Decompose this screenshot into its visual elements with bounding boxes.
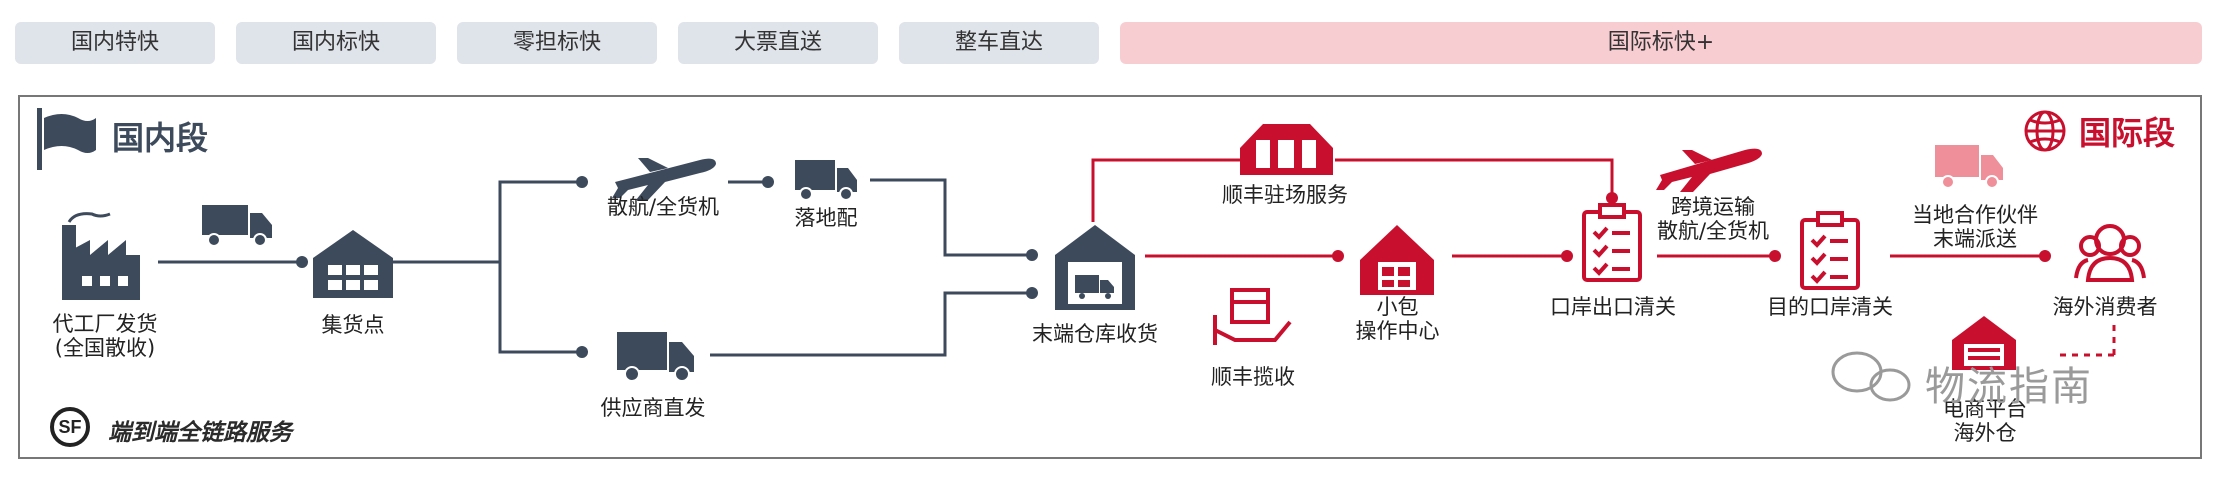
end-warehouse-icon	[1055, 225, 1135, 310]
factory-icon	[62, 212, 140, 300]
international-segment-title: 国际段	[2079, 114, 2176, 152]
supplier-label: 供应商直发	[600, 396, 706, 420]
wechat-icon	[1831, 351, 1911, 402]
tab-domestic-standard[interactable]: 国内标快	[236, 22, 436, 64]
destination-clearance-icon	[1800, 211, 1860, 290]
overseas-warehouse-label-line2: 海外仓	[1953, 421, 2017, 445]
supplier-truck-icon	[617, 332, 694, 382]
air-domestic-label: 散航/全货机	[606, 195, 720, 219]
domestic-connectors	[158, 178, 1032, 357]
parcel-center-icon	[1360, 225, 1434, 295]
partner-label-line2: 末端派送	[1933, 227, 2017, 251]
parcel-center-label-line1: 小包	[1376, 295, 1419, 319]
flow-panel	[18, 95, 2202, 459]
cross-border-label-line2: 散航/全货机	[1656, 219, 1770, 243]
delivery-truck-icon	[795, 160, 857, 201]
watermark-text: 物流指南	[1925, 364, 2093, 410]
dashed-branch	[2060, 325, 2116, 357]
landing-label: 落地配	[794, 206, 858, 230]
truck-icon	[202, 205, 272, 247]
sf-logo: SF	[50, 407, 90, 447]
pickup-label: 顺丰揽收	[1211, 365, 1295, 389]
factory-label: 代工厂发货 (全国散收)	[45, 312, 165, 360]
domestic-segment-title: 国内段	[112, 119, 209, 157]
parcel-center-label: 小包 操作中心	[1345, 295, 1450, 343]
partner-label-line1: 当地合作伙伴	[1912, 203, 2038, 227]
destination-clearance-label: 目的口岸清关	[1767, 295, 1893, 319]
export-clearance-label: 口岸出口清关	[1550, 295, 1676, 319]
consumer-label: 海外消费者	[2052, 295, 2158, 319]
international-connectors	[1091, 158, 2045, 258]
cross-border-label: 跨境运输 散航/全货机	[1648, 195, 1778, 243]
warehouse-label: 末端仓库收货	[1032, 322, 1158, 346]
overseas-warehouse-icon	[1952, 316, 2016, 370]
partner-label: 当地合作伙伴 末端派送	[1905, 203, 2045, 251]
footer-tagline: 端到端全链路服务	[108, 420, 292, 446]
international-airplane-icon	[1656, 148, 1762, 192]
factory-label-line1: 代工厂发货	[52, 312, 158, 336]
overseas-warehouse-label: 电商平台 海外仓	[1935, 397, 2035, 445]
tab-ftl-direct[interactable]: 整车直达	[899, 22, 1099, 64]
parcel-center-label-line2: 操作中心	[1355, 319, 1440, 343]
airplane-icon	[612, 158, 716, 200]
hub-label: 集货点	[321, 313, 385, 337]
domestic-connector-dots	[296, 176, 1038, 358]
tab-international-standard[interactable]: 国际标快+	[1120, 22, 2202, 64]
export-clearance-icon	[1582, 203, 1642, 282]
overseas-warehouse-label-line1: 电商平台	[1943, 397, 2027, 421]
consumers-icon	[2074, 224, 2146, 282]
factory-label-line2: (全国散收)	[54, 336, 156, 360]
tab-domestic-express[interactable]: 国内特快	[15, 22, 215, 64]
cross-border-label-line1: 跨境运输	[1671, 195, 1755, 219]
pickup-hand-icon	[1213, 288, 1292, 345]
globe-icon	[2024, 110, 2066, 152]
tab-bulk-direct[interactable]: 大票直送	[678, 22, 878, 64]
flag-icon	[37, 108, 96, 170]
station-label: 顺丰驻场服务	[1222, 183, 1348, 207]
tab-ltl-standard[interactable]: 零担标快	[457, 22, 657, 64]
sf-station-icon	[1240, 124, 1333, 175]
international-connector-dots	[1332, 192, 2051, 262]
partner-truck-icon	[1935, 145, 2003, 189]
warehouse-icon	[313, 230, 393, 298]
